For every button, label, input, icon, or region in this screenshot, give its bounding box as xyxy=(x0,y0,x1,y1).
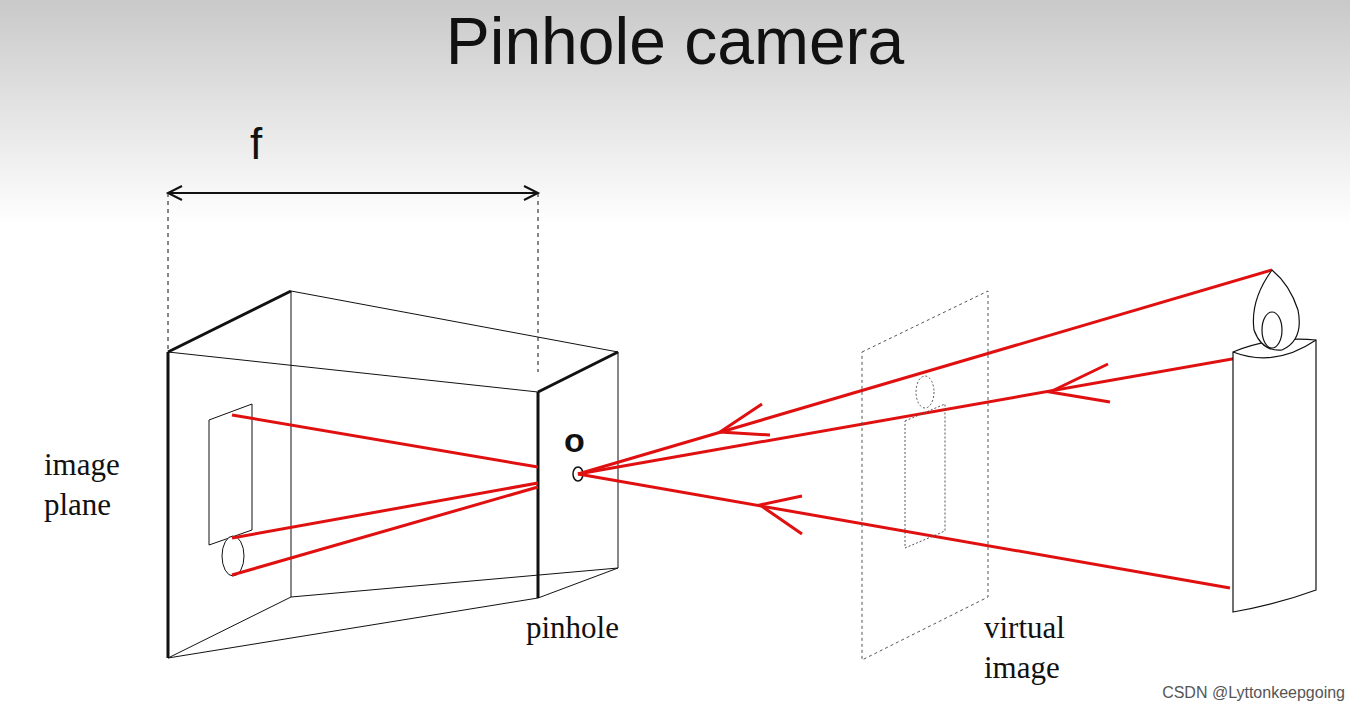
pinhole-label: pinhole xyxy=(526,608,666,648)
origin-label: o xyxy=(564,420,604,461)
light-rays xyxy=(232,270,1272,588)
focal-length-label: f xyxy=(250,118,290,171)
candle xyxy=(1233,270,1316,612)
virtual-image-plane xyxy=(862,291,988,660)
inverted-candle-image xyxy=(209,404,252,576)
watermark: CSDN @Lyttonkeepgoing xyxy=(1100,683,1345,702)
focal-dimension xyxy=(168,186,538,372)
camera-box xyxy=(168,291,618,658)
image-plane-label: image plane xyxy=(44,445,154,526)
virtual-image-label: virtual image xyxy=(984,608,1099,689)
page-title: Pinhole camera xyxy=(0,8,1350,74)
